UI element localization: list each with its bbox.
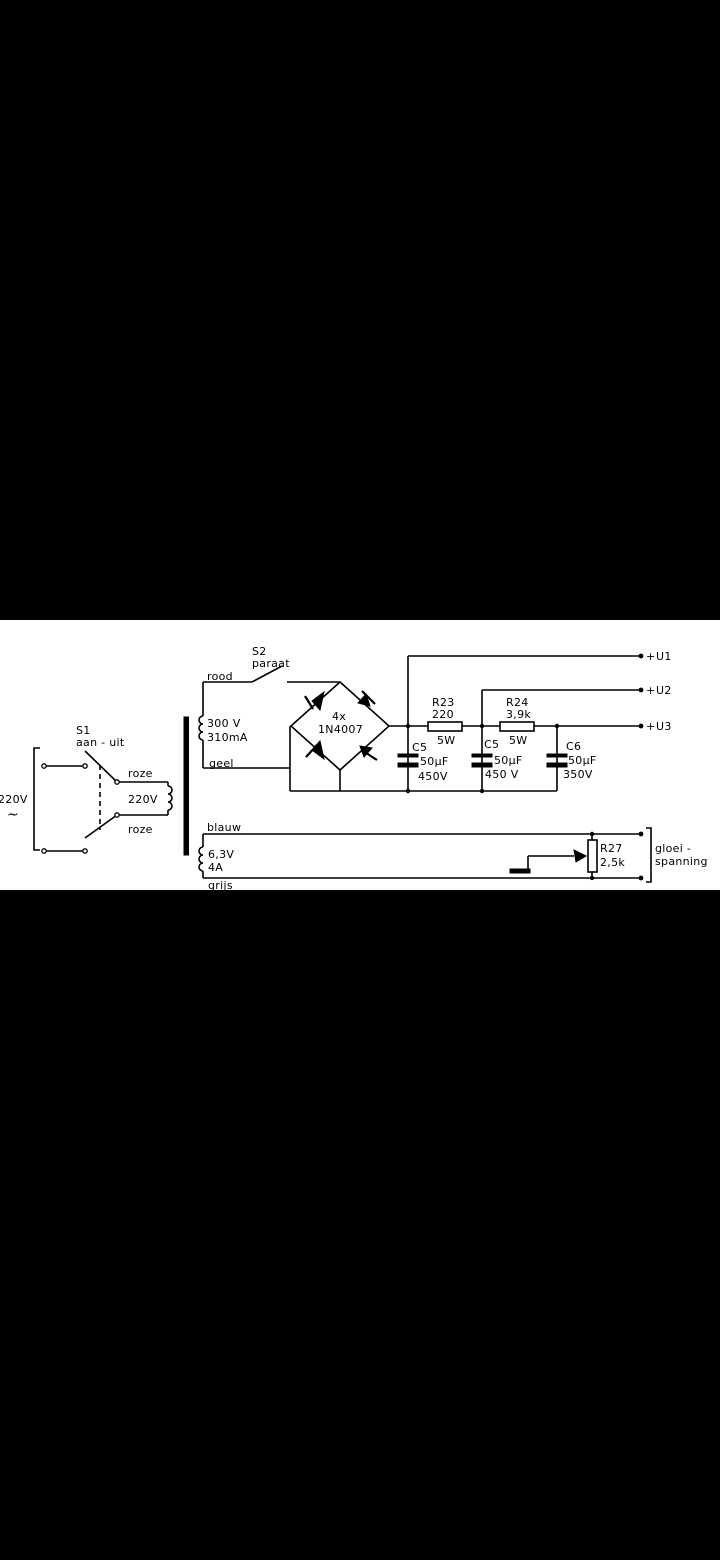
s2-label: paraat [252, 657, 290, 670]
r27-value: 2,5k [600, 856, 625, 869]
bridge-rectifier: 4x 1N4007 [289, 680, 408, 792]
c6-ref: C6 [566, 740, 581, 753]
switch-s1: S1 aan - uit roze roze [76, 724, 168, 839]
wire-label-geel: geel [209, 757, 234, 770]
u3-label: U3 [656, 720, 672, 733]
r27-ref: R27 [600, 842, 623, 855]
wire-label-roze-bottom: roze [128, 823, 153, 836]
r23-power: 5W [437, 734, 455, 747]
r24-power: 5W [509, 734, 527, 747]
c5b-volt: 450 V [485, 768, 519, 781]
c5a-ref: C5 [412, 741, 427, 754]
wire-label-rood: rood [207, 670, 233, 683]
c5b-ref: C5 [484, 738, 499, 751]
mains-ac-symbol: ~ [7, 807, 19, 823]
fil-current-label: 4A [208, 861, 223, 874]
s1-ref: S1 [76, 724, 91, 737]
hv-current-label: 310mA [207, 731, 248, 744]
fil-voltage-label: 6,3V [208, 848, 234, 861]
u1-plus: + [646, 650, 656, 663]
c6-cap: 50µF [568, 754, 597, 767]
filament-circuit: blauw grijs R27 2,5k gloei - spanning [203, 821, 708, 890]
wire-label-blauw: blauw [207, 821, 241, 834]
c5a-cap: 50µF [420, 755, 449, 768]
rectifier-count: 4x [332, 710, 346, 723]
hv-voltage-label: 300 V [207, 717, 241, 730]
power-supply-schematic: 220V ~ S1 aan - uit roze roze 220V 300 V… [0, 645, 708, 890]
c5b-cap: 50µF [494, 754, 523, 767]
u2-label: U2 [656, 684, 672, 697]
output-terminals: + U1 + U2 + U3 [638, 650, 672, 733]
heater-label-line1: gloei - [655, 842, 691, 855]
rectifier-part: 1N4007 [318, 723, 363, 736]
heater-label-line2: spanning [655, 855, 708, 868]
mains-voltage-label: 220V [0, 793, 28, 806]
r24-value: 3,9k [506, 708, 531, 721]
wire-label-grijs: grijs [208, 879, 233, 890]
s1-label: aan - uit [76, 736, 125, 749]
transformer: 220V 300 V 310mA 6,3V 4A [128, 682, 248, 878]
filter-network: R23 220 5W R24 3,9k 5W C5 50µF 450V C5 5… [397, 655, 641, 794]
u2-plus: + [646, 684, 656, 697]
u1-label: U1 [656, 650, 672, 663]
u3-plus: + [646, 720, 656, 733]
s2-ref: S2 [252, 645, 267, 658]
r24-ref: R24 [506, 696, 529, 709]
c6-volt: 350V [563, 768, 593, 781]
r23-value: 220 [432, 708, 454, 721]
switch-s2: S2 paraat rood geel [203, 645, 340, 770]
primary-voltage-label: 220V [128, 793, 158, 806]
wire-label-roze-top: roze [128, 767, 153, 780]
c5a-volt: 450V [418, 770, 448, 783]
schematic-diagram: 220V ~ S1 aan - uit roze roze 220V 300 V… [0, 620, 720, 890]
mains-input: 220V ~ [0, 747, 88, 854]
r23-ref: R23 [432, 696, 455, 709]
